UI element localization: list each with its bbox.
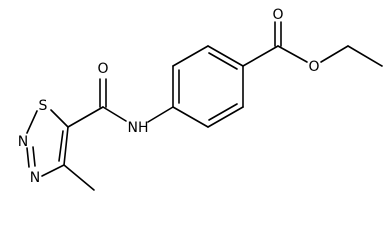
ester-group: O O bbox=[242, 7, 383, 75]
amide-group: O NH bbox=[97, 61, 174, 136]
bond bbox=[207, 45, 244, 67]
bond bbox=[63, 164, 95, 191]
atom-label-nitrogen: N bbox=[18, 134, 28, 150]
bond bbox=[26, 110, 38, 134]
double-bond bbox=[26, 147, 30, 168]
bond bbox=[41, 164, 65, 177]
bond bbox=[207, 106, 244, 128]
atom-label-oxygen: O bbox=[97, 61, 108, 77]
bond bbox=[347, 45, 383, 67]
double-bond-inner bbox=[58, 130, 64, 162]
double-bond-inner bbox=[208, 103, 238, 121]
atom-label-nh: NH bbox=[128, 120, 149, 136]
atom-label-oxygen: O bbox=[272, 7, 283, 23]
atom-label-sulfur: S bbox=[39, 98, 48, 114]
thiadiazole-ring: S N N bbox=[18, 98, 104, 186]
bond bbox=[320, 45, 349, 63]
methyl-group bbox=[63, 164, 95, 191]
bond bbox=[67, 106, 104, 128]
bond bbox=[172, 106, 209, 128]
atom-label-oxygen: O bbox=[308, 59, 319, 75]
double-bond bbox=[32, 146, 36, 167]
bond bbox=[50, 109, 69, 128]
atom-label-nitrogen: N bbox=[30, 170, 40, 186]
bond bbox=[277, 45, 308, 63]
bond bbox=[102, 106, 127, 122]
bond bbox=[147, 106, 174, 123]
bond bbox=[172, 45, 209, 67]
benzene-ring bbox=[172, 45, 244, 128]
molecule-diagram: O O O NH S N N bbox=[18, 7, 383, 191]
double-bond-inner bbox=[208, 52, 238, 70]
chemical-structure-canvas: O O O NH S N N bbox=[17, 7, 383, 191]
bond bbox=[63, 126, 69, 166]
bond bbox=[242, 45, 279, 67]
